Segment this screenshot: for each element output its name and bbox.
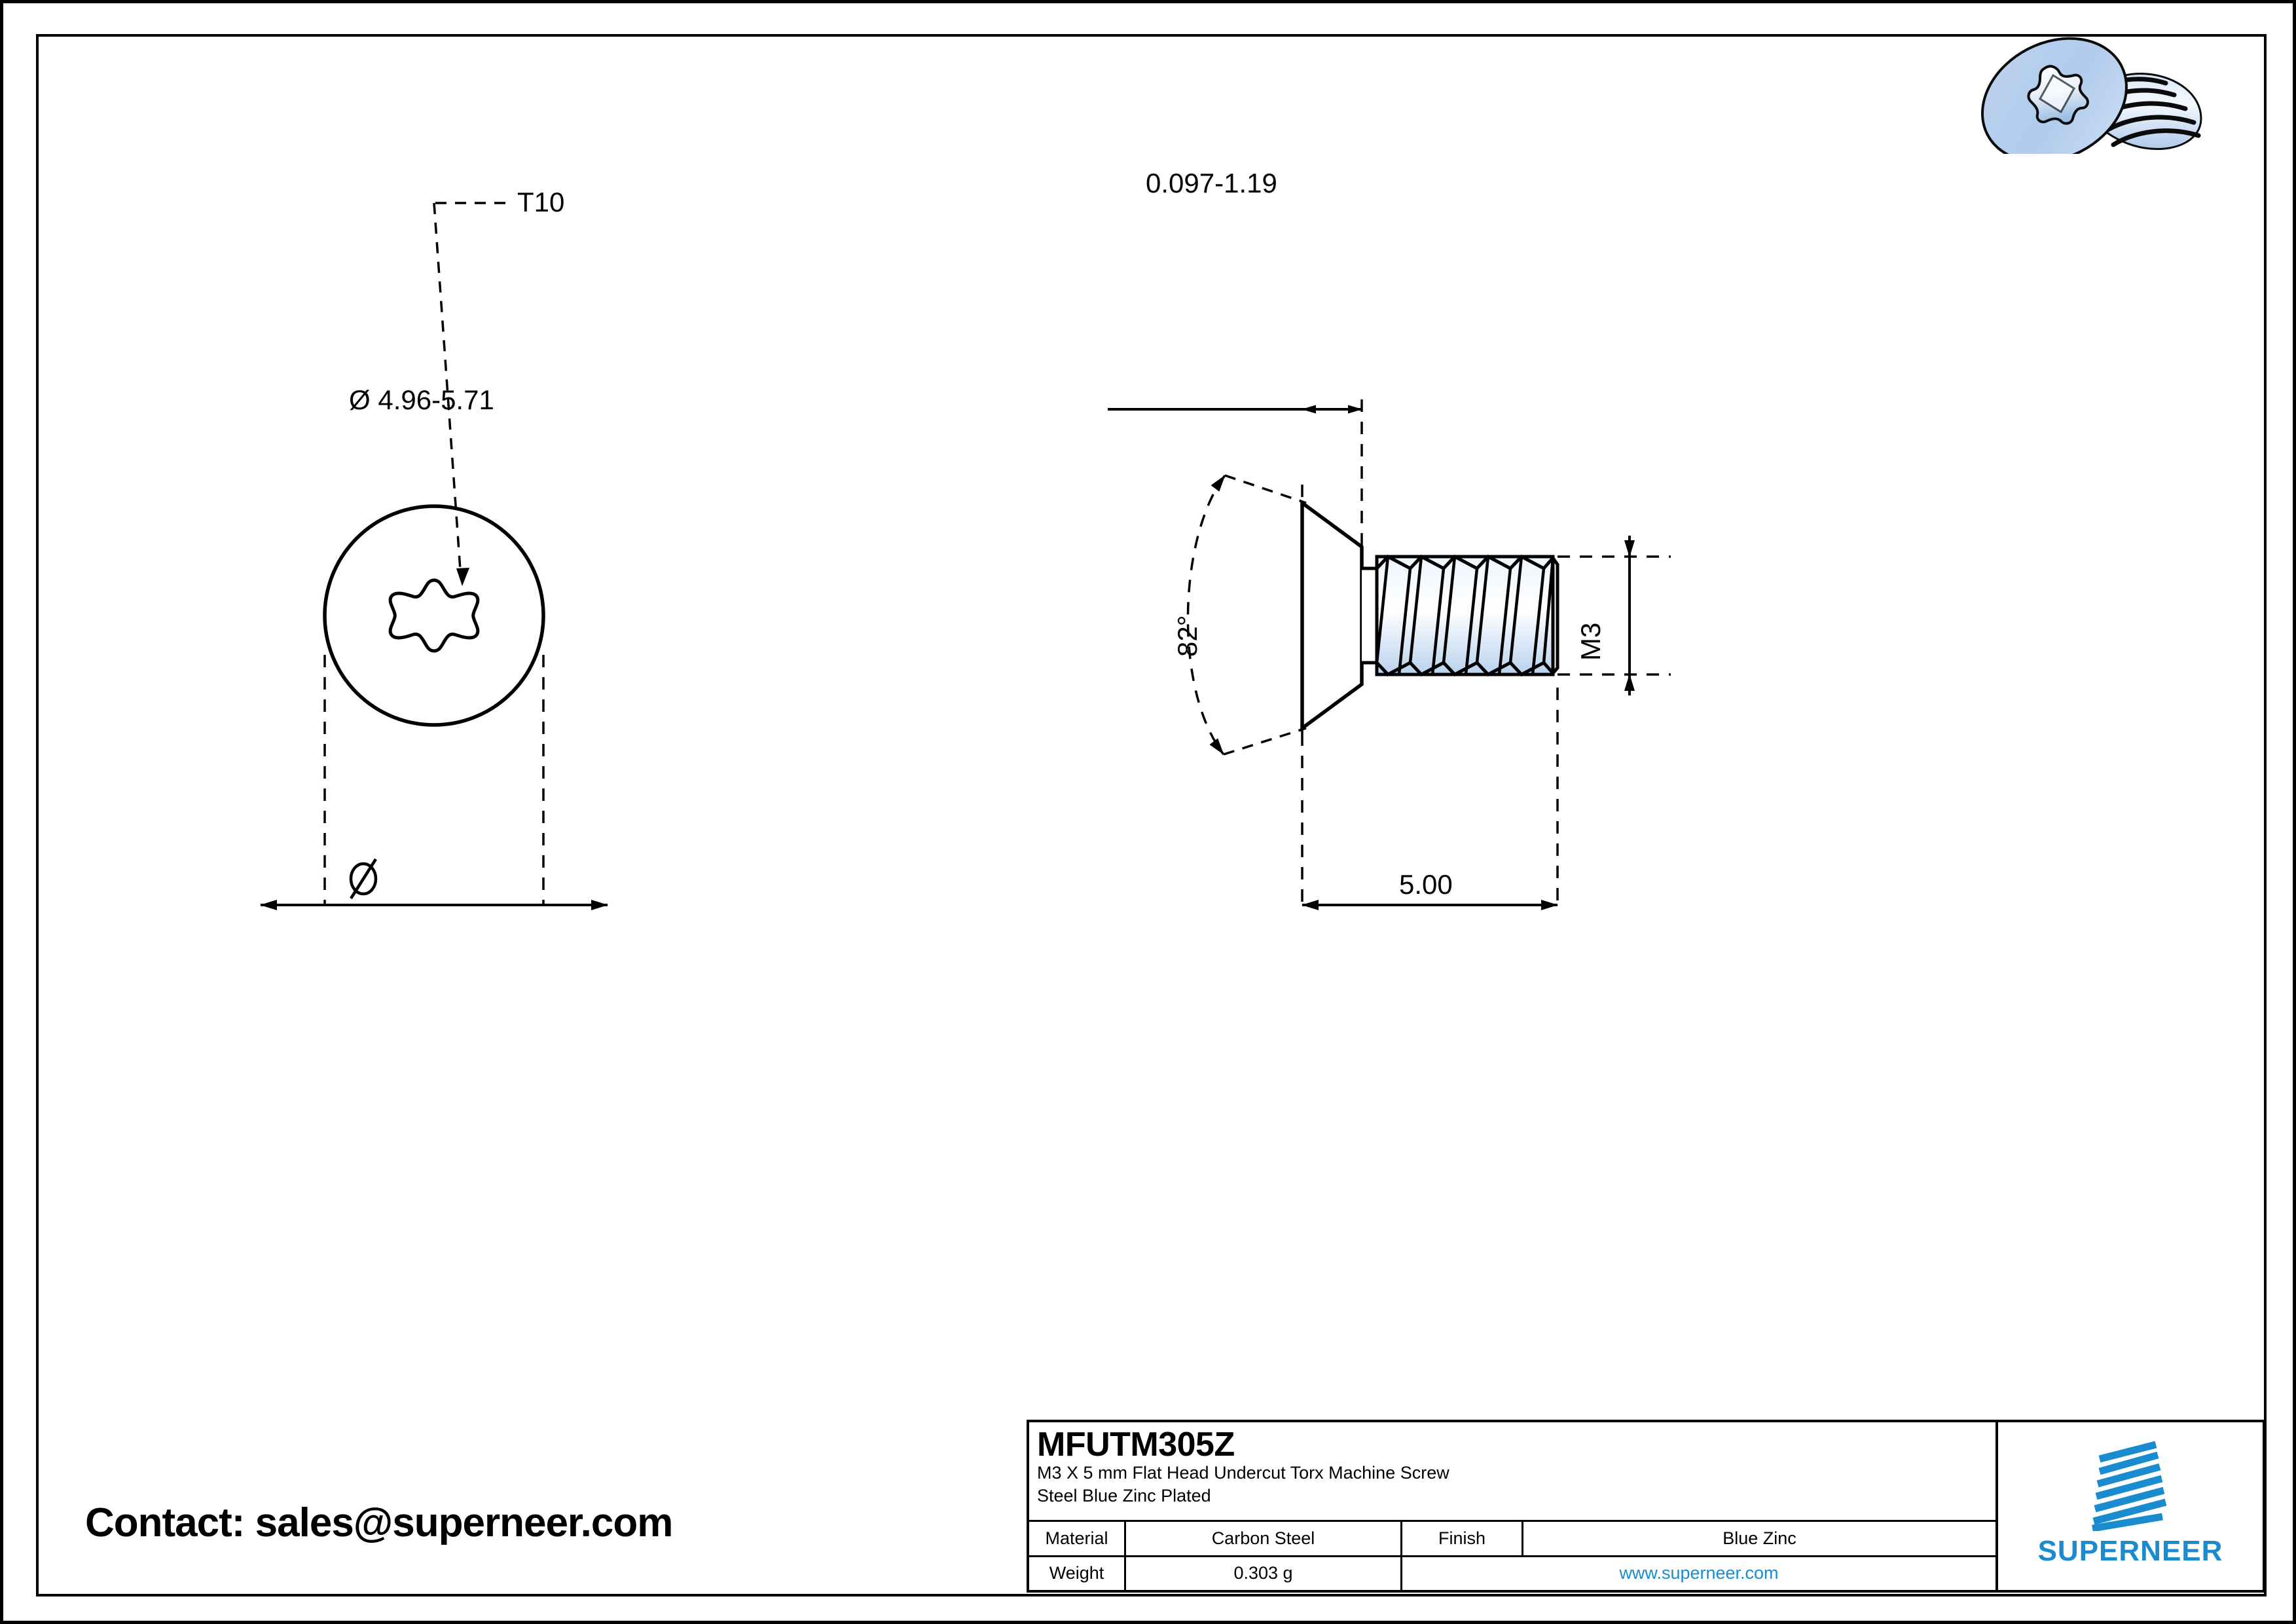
title-block-left: MFUTM305Z M3 X 5 mm Flat Head Undercut T…: [1029, 1422, 1998, 1590]
title-block-description-area: MFUTM305Z M3 X 5 mm Flat Head Undercut T…: [1029, 1422, 1995, 1522]
spec-row-weight: Weight 0.303 g www.superneer.com: [1029, 1557, 1995, 1590]
description-line-1: M3 X 5 mm Flat Head Undercut Torx Machin…: [1037, 1463, 1449, 1483]
spec-row-material: Material Carbon Steel Finish Blue Zinc: [1029, 1522, 1995, 1557]
brand-wordmark: SUPERNEER: [2037, 1535, 2223, 1567]
title-block: MFUTM305Z M3 X 5 mm Flat Head Undercut T…: [1027, 1420, 2265, 1593]
dimension-head-diameter: Ø 4.96-5.71: [349, 384, 494, 415]
website-link[interactable]: www.superneer.com: [1619, 1563, 1779, 1583]
dimension-length: 5.00: [1399, 869, 1453, 900]
screw-3d-render: [1981, 37, 2202, 154]
dimension-thread-size: M3: [1575, 622, 1606, 661]
dimension-head-thickness: 0.097-1.19: [1146, 168, 1277, 198]
description-line-2: Steel Blue Zinc Plated: [1037, 1485, 1211, 1505]
weight-value: 0.303 g: [1126, 1557, 1402, 1590]
dimension-head-angle: 82°: [1172, 615, 1203, 657]
screw-3d-torx-recess: [2027, 65, 2089, 125]
superneer-logo-icon: [2092, 1441, 2167, 1531]
part-number: MFUTM305Z: [1037, 1426, 1235, 1464]
finish-label: Finish: [1402, 1522, 1523, 1555]
callout-label-t10: T10: [517, 187, 565, 217]
material-label: Material: [1029, 1522, 1126, 1555]
contact-text: Contact: sales@superneer.com: [85, 1500, 673, 1545]
finish-value: Blue Zinc: [1722, 1528, 1796, 1548]
drawing-inner-frame: [36, 34, 2267, 1596]
weight-label: Weight: [1029, 1557, 1126, 1590]
brand-logo-area: SUPERNEER: [1998, 1422, 2263, 1590]
material-value: Carbon Steel: [1126, 1522, 1402, 1555]
